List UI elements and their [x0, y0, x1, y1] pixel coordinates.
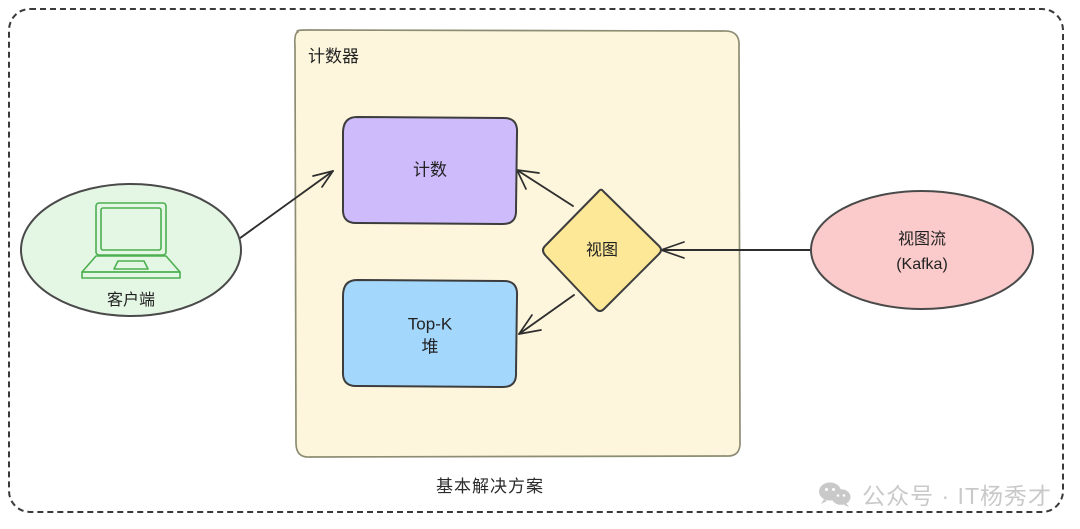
node-kafka[interactable]: 视图流 (Kafka)	[810, 190, 1034, 310]
watermark-text: 公众号 · IT杨秀才	[862, 483, 1052, 509]
node-kafka-label-line2: (Kafka)	[896, 256, 948, 273]
node-view-label: 视图	[586, 241, 618, 259]
counter-container: 计数器	[293, 29, 741, 458]
counter-container-shape	[293, 29, 741, 458]
node-client[interactable]: 客户端	[20, 183, 242, 317]
node-topk-label-line2: 堆	[422, 337, 439, 356]
node-count-label: 计数	[413, 160, 447, 179]
dashed-outer-frame	[8, 8, 1064, 513]
node-count[interactable]: 计数	[341, 116, 519, 226]
node-kafka-label-line1: 视图流	[898, 230, 946, 248]
node-topk-label-line1: Top-K	[408, 314, 453, 333]
node-view[interactable]: 视图	[542, 188, 662, 312]
node-topk[interactable]: Top-K 堆	[341, 279, 519, 389]
edge-view-to-topk	[518, 294, 575, 335]
edge-kafka-to-view	[660, 241, 813, 259]
wechat-icon	[818, 481, 852, 507]
node-topk-shape	[341, 279, 519, 389]
laptop-icon	[81, 202, 181, 279]
node-count-shape	[341, 116, 519, 226]
node-view-shape	[542, 188, 662, 312]
counter-container-title: 计数器	[308, 47, 359, 66]
watermark: 公众号 · IT杨秀才	[818, 477, 1052, 511]
diagram-caption: 基本解决方案	[0, 472, 1080, 497]
edge-client-to-count	[235, 170, 334, 242]
edge-view-to-count	[516, 169, 574, 207]
diagram-caption-text: 基本解决方案	[436, 477, 544, 496]
node-kafka-shape	[810, 190, 1034, 310]
node-client-label: 客户端	[107, 291, 155, 309]
